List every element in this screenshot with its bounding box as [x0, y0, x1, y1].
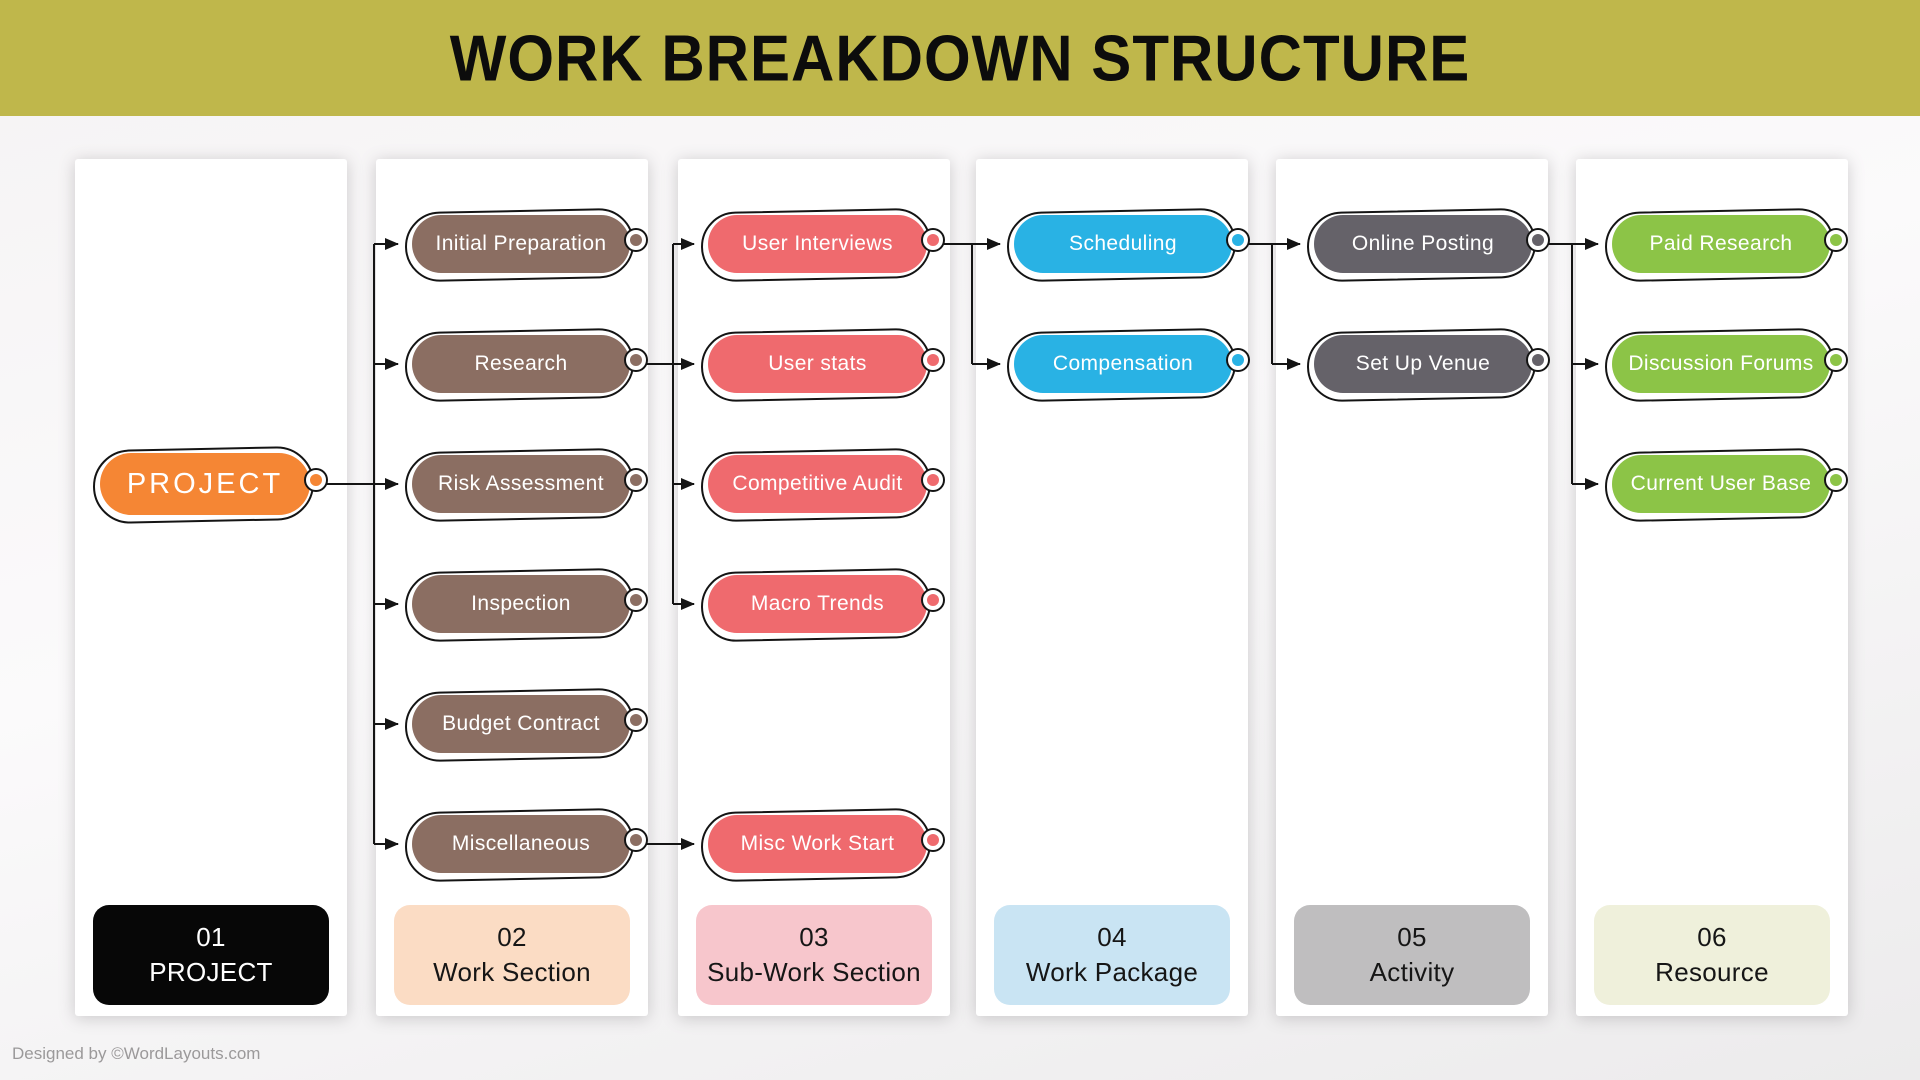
node-label: User Interviews — [742, 232, 893, 255]
node-label: Discussion Forums — [1628, 352, 1814, 375]
column-panel-resource — [1576, 159, 1848, 1016]
connector-port — [923, 470, 943, 490]
connector-port — [626, 590, 646, 610]
footer-card-resource: 06 Resource — [1594, 905, 1830, 1005]
node-label: Macro Trends — [750, 592, 885, 615]
footer-number: 04 — [1097, 922, 1127, 952]
connector-port — [1528, 230, 1548, 250]
connector-port — [626, 470, 646, 490]
footer-card-project: 01 PROJECT — [93, 905, 329, 1005]
footer-card-sub-work-section: 03 Sub-Work Section — [696, 905, 932, 1005]
node-miscellaneous: Miscellaneous — [412, 815, 646, 873]
connector-port — [1228, 350, 1248, 370]
node-macro-trends: Macro Trends — [708, 575, 943, 633]
page-title: WORK BREAKDOWN STRUCTURE — [449, 21, 1471, 95]
credit-text: Designed by ©WordLayouts.com — [12, 1044, 261, 1063]
node-compensation: Compensation — [1014, 335, 1248, 393]
connector-port — [626, 350, 646, 370]
node-label: Set Up Venue — [1355, 352, 1491, 375]
footer-label: Work Section — [433, 957, 591, 987]
node-current-user-base: Current User Base — [1612, 455, 1846, 513]
node-label: Compensation — [1052, 352, 1194, 375]
node-label: Paid Research — [1649, 232, 1793, 255]
node-label: Online Posting — [1351, 232, 1495, 255]
node-label: User stats — [768, 352, 867, 375]
node-label: Initial Preparation — [435, 232, 607, 255]
connector-port — [923, 830, 943, 850]
node-label: Inspection — [471, 592, 571, 615]
node-scheduling: Scheduling — [1014, 215, 1248, 273]
footer-label: PROJECT — [149, 957, 273, 987]
node-misc-work-start: Misc Work Start — [708, 815, 943, 873]
footer-number: 05 — [1397, 922, 1427, 952]
footer-card-work-package: 04 Work Package — [994, 905, 1230, 1005]
node-inspection: Inspection — [412, 575, 646, 633]
connector-port — [306, 470, 326, 490]
column-panel-project — [75, 159, 347, 1016]
column-panel-activity — [1276, 159, 1548, 1016]
node-label: Competitive Audit — [732, 472, 903, 495]
footer-number: 01 — [196, 922, 226, 952]
connector-port — [923, 350, 943, 370]
node-label: Research — [474, 352, 568, 375]
connector-port — [626, 710, 646, 730]
connector-port — [1826, 350, 1846, 370]
node-label: Budget Contract — [442, 712, 600, 735]
node-label: Current User Base — [1630, 472, 1812, 495]
connector-port — [923, 230, 943, 250]
node-project: PROJECT — [100, 453, 326, 515]
footer-card-work-section: 02 Work Section — [394, 905, 630, 1005]
node-label: Misc Work Start — [740, 832, 895, 855]
node-online-posting: Online Posting — [1314, 215, 1548, 273]
connector-port — [626, 230, 646, 250]
connector-port — [1826, 230, 1846, 250]
footer-number: 06 — [1697, 922, 1727, 952]
node-label: PROJECT — [126, 467, 284, 500]
footer-label: Activity — [1369, 957, 1455, 987]
node-paid-research: Paid Research — [1612, 215, 1846, 273]
node-label: Risk Assessment — [438, 472, 604, 495]
node-initial-preparation: Initial Preparation — [412, 215, 646, 273]
connector-port — [1826, 470, 1846, 490]
node-label: Miscellaneous — [451, 832, 591, 855]
connector-port — [1228, 230, 1248, 250]
node-set-up-venue: Set Up Venue — [1314, 335, 1548, 393]
footer-label: Work Package — [1025, 957, 1199, 987]
node-research: Research — [412, 335, 646, 393]
node-competitive-audit: Competitive Audit — [708, 455, 943, 513]
node-discussion-forums: Discussion Forums — [1612, 335, 1846, 393]
node-user-stats: User stats — [708, 335, 943, 393]
node-label: Scheduling — [1069, 232, 1177, 255]
node-budget-contract: Budget Contract — [412, 695, 646, 753]
footer-label: Sub-Work Section — [707, 957, 921, 987]
node-user-interviews: User Interviews — [708, 215, 943, 273]
footer-number: 03 — [799, 922, 829, 952]
node-risk-assessment: Risk Assessment — [412, 455, 646, 513]
connector-port — [923, 590, 943, 610]
column-panel-work-package — [976, 159, 1248, 1016]
footer-number: 02 — [497, 922, 527, 952]
title-banner: WORK BREAKDOWN STRUCTURE — [0, 0, 1920, 116]
connector-port — [626, 830, 646, 850]
footer-card-activity: 05 Activity — [1294, 905, 1530, 1005]
connector-port — [1528, 350, 1548, 370]
footer-label: Resource — [1655, 957, 1769, 987]
